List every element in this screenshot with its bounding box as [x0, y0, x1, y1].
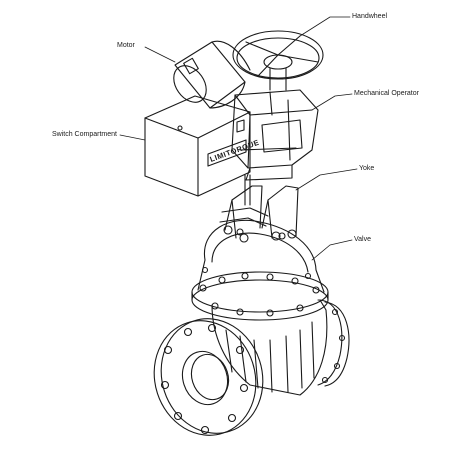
switch-compartment	[144, 95, 251, 197]
leader-mechanical-operator	[311, 93, 353, 111]
left-pipe-flange	[153, 318, 264, 436]
handwheel	[232, 30, 324, 91]
valve-body	[191, 219, 329, 396]
mechanical-operator	[231, 89, 319, 181]
right-pipe-flange	[317, 299, 350, 387]
leader-motor	[144, 46, 176, 63]
label-handwheel: Handwheel	[352, 13, 388, 20]
yoke	[219, 174, 299, 243]
label-yoke: Yoke	[359, 165, 375, 172]
label-mechanical-operator: Mechanical Operator	[354, 90, 419, 97]
leader-handwheel	[299, 16, 351, 37]
label-motor: Motor	[117, 42, 135, 49]
leader-lines	[119, 16, 358, 261]
leader-valve	[311, 239, 353, 261]
label-valve: Valve	[354, 236, 371, 243]
motor	[173, 40, 251, 109]
label-switch-compartment: Switch Compartment	[52, 131, 117, 138]
leader-switch-compartment	[119, 134, 146, 141]
leader-yoke	[295, 168, 358, 191]
